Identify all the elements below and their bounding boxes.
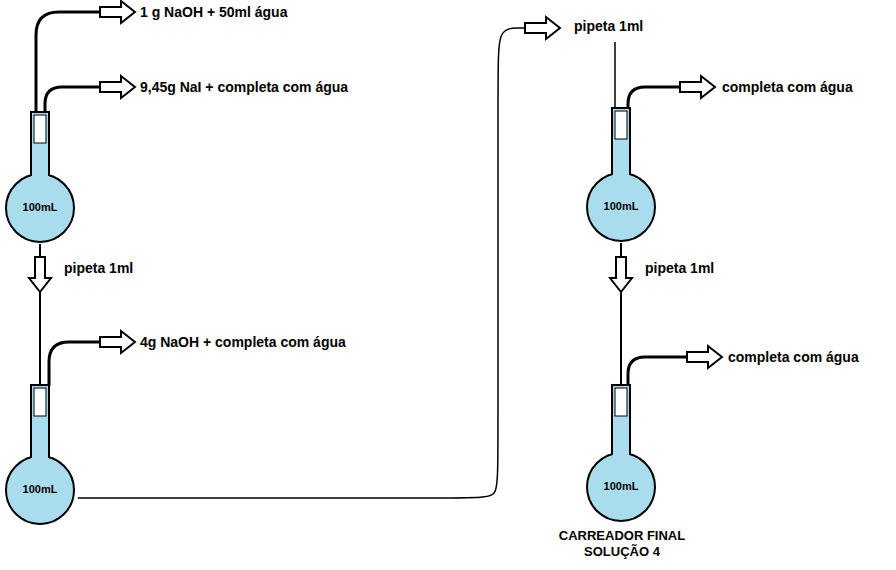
flask-stopper — [34, 388, 46, 416]
flask-stopper — [615, 388, 627, 416]
volume-label: 100mL — [583, 480, 659, 493]
feed-tube — [36, 12, 100, 112]
flask-neck — [31, 385, 49, 462]
reagent-note: 1 g NaOH + 50ml água — [140, 4, 287, 21]
volumetric-flask: 100mL — [583, 108, 659, 243]
flask-neck-outline — [31, 385, 49, 458]
flask-neck-outline — [612, 385, 630, 455]
edge-label: pipeta 1ml — [643, 260, 716, 277]
transfer-connector — [29, 244, 51, 385]
edge-label: pipeta 1ml — [62, 260, 135, 277]
feed-tube — [49, 342, 100, 385]
transfer-connector — [610, 243, 632, 385]
feed-tube — [628, 87, 680, 108]
flask-neck — [612, 385, 630, 459]
pipette-line — [78, 28, 615, 498]
hollow-arrow — [100, 331, 135, 353]
hollow-arrow — [100, 76, 135, 98]
hollow-arrow — [610, 257, 632, 292]
hollow-arrow — [525, 17, 560, 39]
flask-neck — [612, 108, 630, 179]
flask-outline — [583, 385, 659, 523]
flask-neck — [31, 112, 49, 180]
volumetric-flask: 100mL — [2, 385, 78, 526]
flask-neck-outline — [31, 112, 49, 176]
flask-outline — [2, 385, 78, 526]
feed-tube — [45, 87, 100, 112]
volumetric-flask: 100mL — [583, 385, 659, 523]
final-caption: CARREADOR FINAL SOLUÇÃO 4 — [557, 528, 687, 559]
flask-neck-outline — [612, 108, 630, 175]
reagent-note: completa com água — [722, 79, 853, 96]
volumetric-flask: 100mL — [2, 112, 78, 244]
flask-outline — [583, 108, 659, 243]
volume-label: 100mL — [2, 483, 78, 496]
reagent-note: 4g NaOH + completa com água — [140, 334, 346, 351]
reagent-note: 9,45g NaI + completa com água — [140, 79, 348, 96]
volume-label: 100mL — [2, 201, 78, 214]
flask-stopper — [34, 115, 46, 143]
hollow-arrow — [100, 1, 135, 23]
hollow-arrow — [687, 346, 722, 368]
transfer-connector — [78, 17, 615, 498]
feed-tube — [628, 357, 687, 385]
reagent-note: completa com água — [728, 349, 859, 366]
hollow-arrow — [29, 257, 51, 292]
flask-outline — [2, 112, 78, 244]
volume-label: 100mL — [583, 200, 659, 213]
edge-label: pipeta 1ml — [572, 18, 645, 35]
flask-stopper — [615, 111, 627, 139]
hollow-arrow — [680, 76, 715, 98]
